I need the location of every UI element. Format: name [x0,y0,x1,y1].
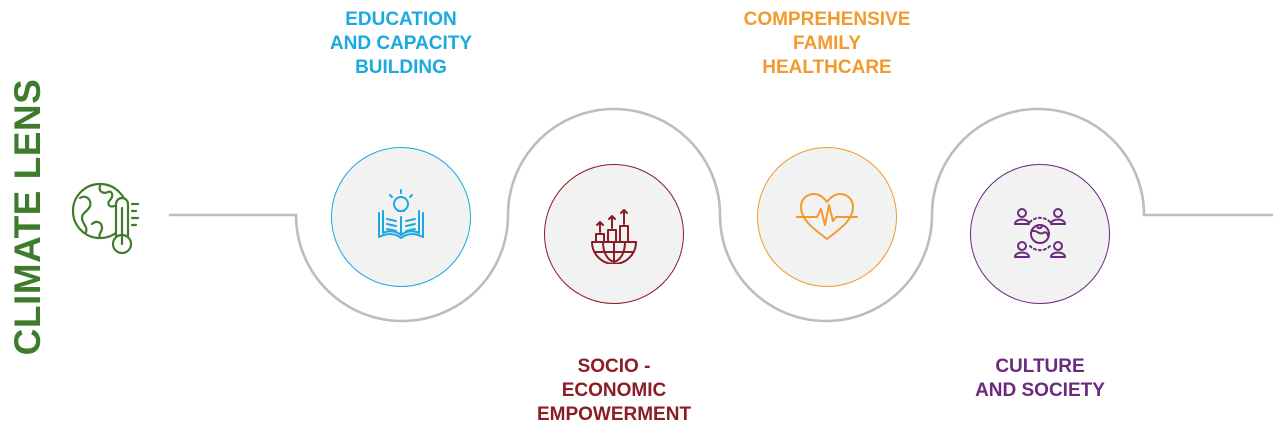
step-circle-education[interactable] [331,147,471,287]
label-healthcare: COMPREHENSIVE FAMILY HEALTHCARE [743,9,911,78]
step-circle-socio-economic[interactable] [544,164,684,304]
people-around-globe-icon [1014,208,1066,258]
globe-growth-arrows-icon [591,209,637,264]
label-culture: CULTURE AND SOCIETY [975,356,1105,401]
open-book-lightbulb-icon [378,189,424,239]
step-circle-culture[interactable] [970,164,1110,304]
heart-pulse-icon [796,193,858,240]
track-line [168,107,1274,323]
label-socio-economic: SOCIO - ECONOMIC EMPOWERMENT [536,356,692,425]
label-education: EDUCATION AND CAPACITY BUILDING [329,9,473,78]
step-circle-healthcare[interactable] [757,147,897,287]
globe-thermometer-icon [71,182,140,255]
